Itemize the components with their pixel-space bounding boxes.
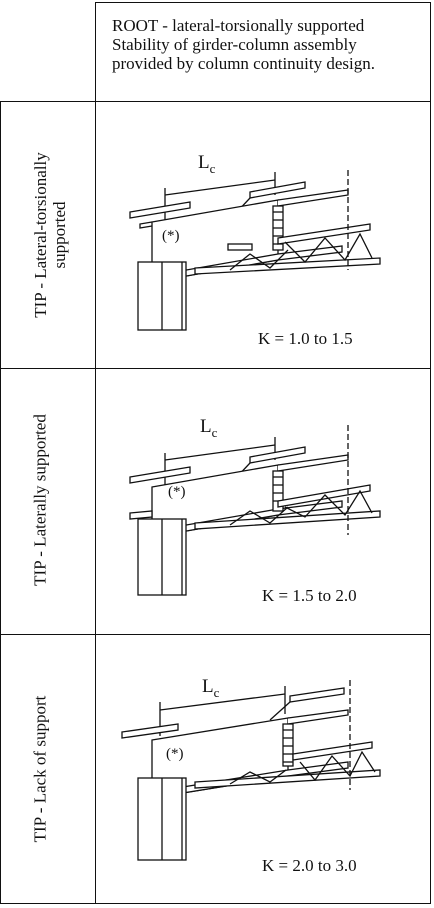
column-marker-3: (*) xyxy=(166,746,184,762)
column-marker-1: (*) xyxy=(162,228,180,244)
row-2-label-line-1: TIP - Laterally supported xyxy=(30,414,50,586)
girder-column-drawing-3 xyxy=(121,680,381,861)
table-bottom-border xyxy=(0,903,431,904)
span-label-1: Lc xyxy=(198,152,216,176)
root-line-1: ROOT - lateral-torsionally supported xyxy=(112,16,365,35)
row-1-label-line-1: TIP - Lateral-torsionally xyxy=(31,152,50,318)
row-divider-1 xyxy=(0,368,431,369)
span-label-2: Lc xyxy=(200,416,218,440)
table-top-border xyxy=(95,2,431,3)
root-line-3: provided by column continuity design. xyxy=(112,54,375,73)
table-left-border xyxy=(0,101,1,904)
row-3-label-line-1: TIP - Lack of support xyxy=(30,695,50,843)
girder-column-drawing-1 xyxy=(129,170,381,331)
column-divider xyxy=(95,2,96,904)
root-line-2: Stability of girder-column assembly xyxy=(112,35,357,54)
column-marker-2: (*) xyxy=(168,484,186,500)
k-value-2: K = 1.5 to 2.0 xyxy=(262,586,357,605)
row-divider-header xyxy=(0,101,431,102)
row-1-label-line-2: supported xyxy=(50,201,69,269)
k-value-1: K = 1.0 to 1.5 xyxy=(258,329,353,348)
girder-column-drawing-2 xyxy=(129,425,381,596)
k-value-3: K = 2.0 to 3.0 xyxy=(262,856,357,875)
root-description: ROOT - lateral-torsionally supported Sta… xyxy=(112,16,430,73)
row-divider-2 xyxy=(0,634,431,635)
table-right-border xyxy=(430,2,431,904)
span-label-3: Lc xyxy=(202,676,220,700)
